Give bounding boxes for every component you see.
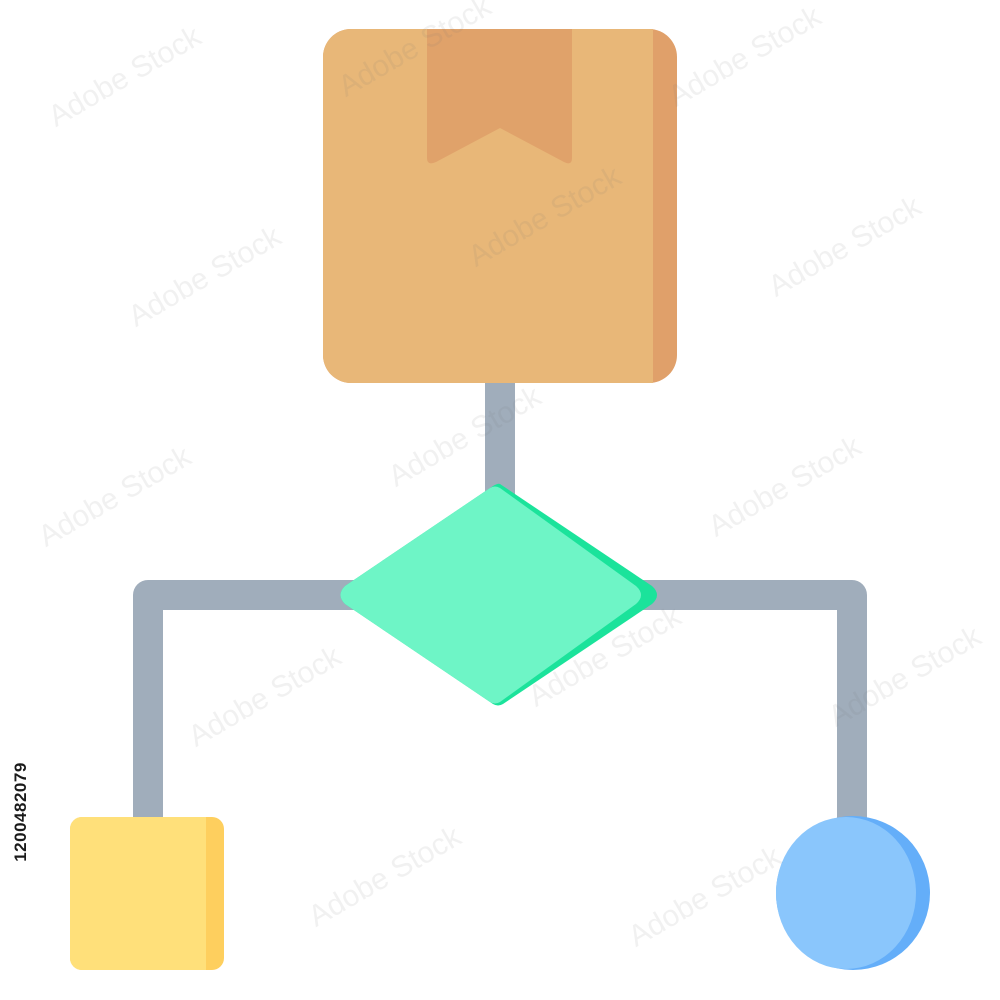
circle-node-icon (776, 816, 930, 970)
connector-lines (133, 378, 867, 825)
square-node-face (70, 817, 206, 970)
package-box-icon (323, 29, 677, 383)
square-node-face-fill (190, 817, 206, 970)
stock-id-text: 1200482079 (11, 762, 31, 862)
stock-id-label: 1200482079 (6, 752, 36, 872)
connector-box-to-diamond (485, 378, 515, 498)
circle-node-face-extend (776, 817, 916, 969)
square-node-icon (70, 817, 224, 970)
decision-diamond-icon (340, 483, 657, 706)
connector-diamond-to-circle (640, 580, 867, 825)
decision-diamond-fill (340, 486, 641, 704)
package-box-face-fill (600, 29, 653, 383)
package-tape-ribbon (427, 29, 572, 164)
connector-diamond-to-square (133, 580, 360, 825)
